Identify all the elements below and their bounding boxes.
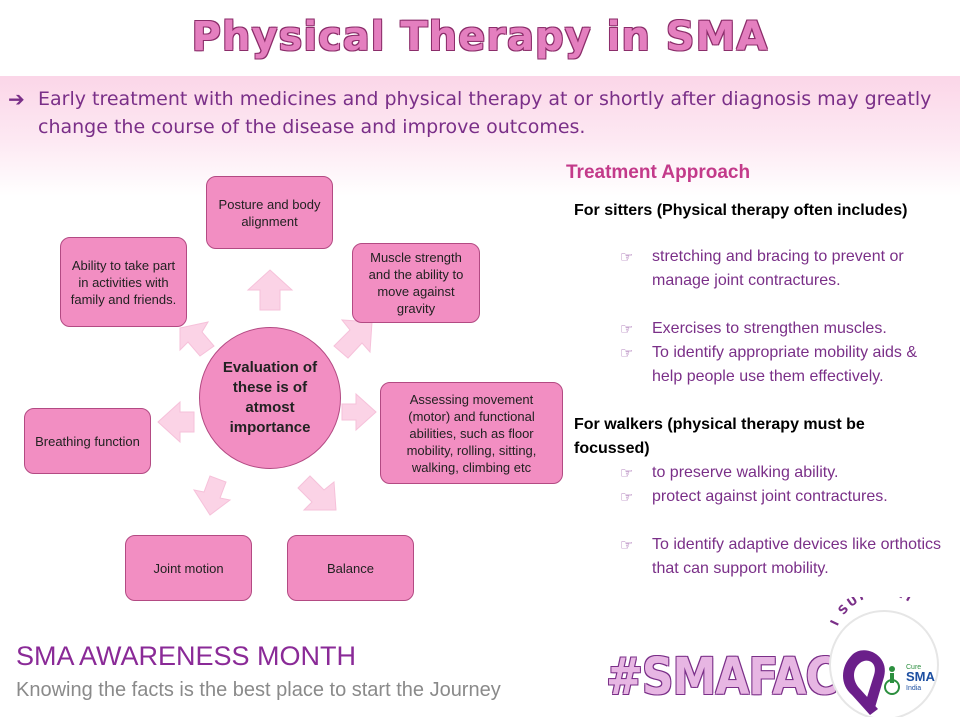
walkers-item: protect against joint contractures. <box>652 488 888 505</box>
i-support-logo: I SUPPORT Cure SMA India <box>827 597 939 717</box>
hand-pointer-icon: ☞ <box>620 321 634 338</box>
box-joint-motion: Joint motion <box>125 535 252 601</box>
intro-text: ➔ Early treatment with medicines and phy… <box>8 85 953 141</box>
box-breathing: Breathing function <box>24 408 151 474</box>
center-evaluation: Evaluation of these is of atmost importa… <box>199 327 341 469</box>
svg-text:Cure: Cure <box>906 664 921 671</box>
wheelchair-icon <box>884 666 900 695</box>
arrow-upper-left-icon <box>179 321 215 357</box>
box-assessing-movement: Assessing movement (motor) and functiona… <box>380 382 563 484</box>
walkers-item: To identify adaptive devices like orthot… <box>652 536 942 577</box>
arrow-upper-right-icon <box>333 319 373 359</box>
walkers-item: to preserve walking ability. <box>652 464 839 481</box>
intro-sentence: Early treatment with medicines and physi… <box>38 88 932 138</box>
page-title: Physical Therapy in SMA <box>191 14 769 60</box>
arrow-down-icon <box>192 475 232 516</box>
arrow-up-icon <box>246 269 294 311</box>
hand-pointer-icon: ☞ <box>620 249 634 266</box>
arrow-left-icon <box>157 400 195 444</box>
awareness-month: SMA AWARENESS MONTH <box>16 641 357 671</box>
box-activities: Ability to take part in activities with … <box>60 237 187 327</box>
svg-text:India: India <box>906 685 921 692</box>
sitters-item: To identify appropriate mobility aids & … <box>652 344 918 385</box>
box-posture: Posture and body alignment <box>206 176 333 249</box>
intro-band <box>0 76 960 196</box>
sitters-item: Exercises to strengthen muscles. <box>652 320 887 337</box>
sitters-item: stretching and bracing to prevent or man… <box>652 248 904 289</box>
hand-pointer-icon: ☞ <box>620 345 634 362</box>
sitters-heading: For sitters (Physical therapy often incl… <box>574 202 908 219</box>
treatment-heading: Treatment Approach <box>566 162 751 183</box>
purple-ribbon-icon <box>843 650 885 715</box>
right-arrow-icon: ➔ <box>8 87 25 111</box>
svg-text:SMA: SMA <box>906 669 936 684</box>
box-muscle-strength: Muscle strength and the ability to move … <box>352 243 480 323</box>
hand-pointer-icon: ☞ <box>620 489 634 506</box>
box-balance: Balance <box>287 535 414 601</box>
tagline: Knowing the facts is the best place to s… <box>16 679 501 701</box>
arrow-right-icon <box>341 392 377 432</box>
hand-pointer-icon: ☞ <box>620 465 634 482</box>
hand-pointer-icon: ☞ <box>620 537 634 554</box>
arrow-lower-right-icon <box>297 475 337 511</box>
walkers-heading: For walkers (physical therapy must be fo… <box>574 416 865 457</box>
